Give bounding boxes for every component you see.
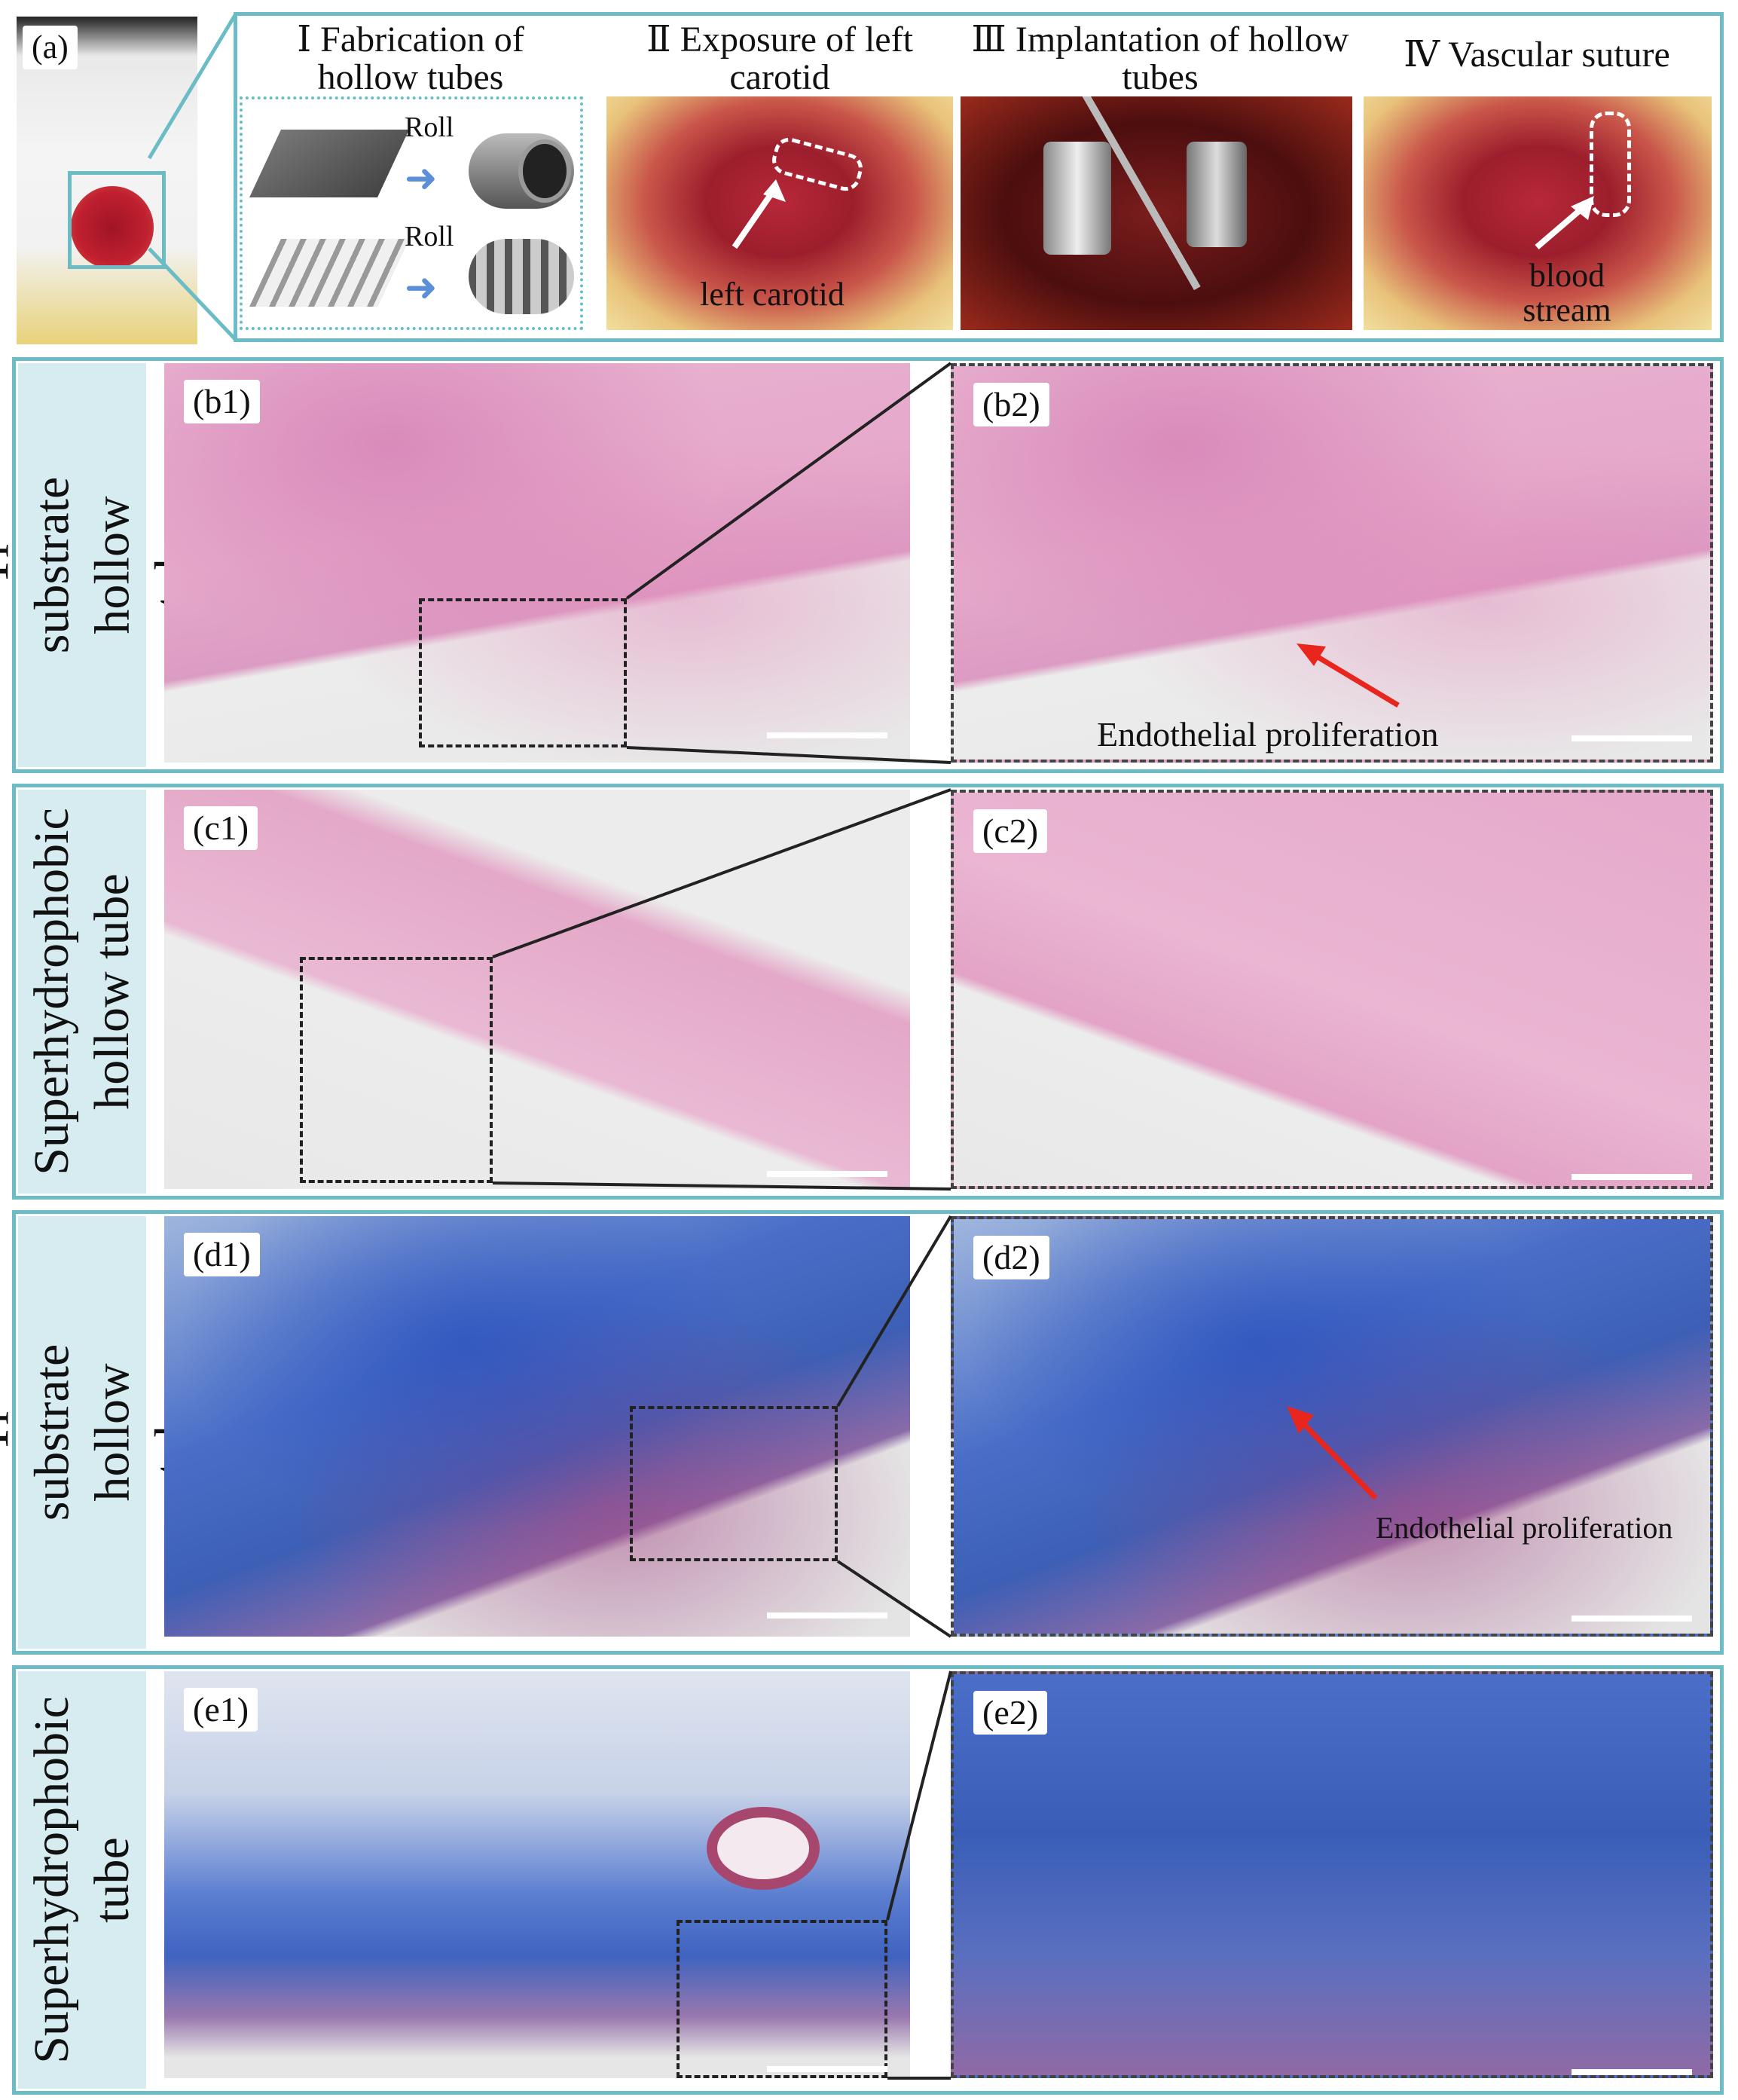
step-2-title: Ⅱ Exposure of left carotid xyxy=(646,20,913,97)
scalebar-e2 xyxy=(1572,2069,1692,2075)
arrow-endothelial-d2 xyxy=(1287,1406,1378,1500)
step-4-title: Ⅳ Vascular suture xyxy=(1404,35,1670,75)
tag-c2: (c2) xyxy=(973,809,1048,853)
scalebar-b1 xyxy=(767,732,887,738)
histology-c1: (c1) xyxy=(164,790,910,1189)
fabrication-schematic: Roll Roll ➜ ➜ xyxy=(240,96,583,330)
scalebar-c2 xyxy=(1572,1174,1692,1180)
solid-tube-icon xyxy=(469,133,574,209)
roll-label-2: Roll xyxy=(405,221,454,252)
tag-e1: (e1) xyxy=(184,1688,258,1732)
step-1-title: Ⅰ Fabrication of hollow tubes xyxy=(297,20,524,97)
mouse-photo: (a) xyxy=(17,17,197,344)
tag-c1: (c1) xyxy=(184,806,258,850)
scalebar-b2 xyxy=(1572,735,1692,741)
row-e-side-label: Superhydrophobic tube xyxy=(18,1671,146,2089)
row-b-side-label: Ti substrate hollow tube xyxy=(0,363,200,767)
mouse-incision xyxy=(71,186,154,269)
mesh-tube-icon xyxy=(469,239,574,314)
annotation-d2: Endothelial proliferation xyxy=(1376,1511,1673,1545)
vascular-suture-photo: blood stream xyxy=(1364,96,1712,330)
arrow-icon-1: ➜ xyxy=(405,157,438,200)
tube-left xyxy=(1043,142,1111,255)
left-carotid-label: left carotid xyxy=(700,276,845,313)
tag-b1: (b1) xyxy=(184,380,260,423)
selection-box-c1 xyxy=(300,957,493,1183)
tag-d1: (d1) xyxy=(184,1233,260,1276)
scalebar-d1 xyxy=(767,1612,887,1619)
blood-stream-label: blood stream xyxy=(1523,257,1611,329)
implantation-photo xyxy=(961,96,1352,330)
tag-b2: (b2) xyxy=(973,383,1049,426)
histology-d2: (d2) Endothelial proliferation xyxy=(951,1216,1713,1637)
histology-e1: (e1) xyxy=(164,1671,910,2078)
tag-e2: (e2) xyxy=(973,1691,1048,1735)
histology-d1: (d1) xyxy=(164,1216,910,1637)
selection-box-d1 xyxy=(630,1406,838,1561)
tube-right xyxy=(1187,142,1247,247)
zoom-lines-a xyxy=(147,14,237,341)
carotid-exposure-photo: left carotid xyxy=(606,96,953,330)
row-c-side-label: Superhydrophobic hollow tube xyxy=(18,790,146,1194)
scalebar-c1 xyxy=(767,1171,887,1177)
arrow-blood-stream xyxy=(1535,196,1594,250)
histology-b2: (b2) Endothelial proliferation xyxy=(951,363,1713,763)
histology-b1: (b1) xyxy=(164,363,910,763)
scalebar-d2 xyxy=(1572,1616,1692,1622)
selection-box-e1 xyxy=(677,1920,887,2078)
arrow-left-carotid xyxy=(732,179,786,249)
annotation-b2: Endothelial proliferation xyxy=(1097,715,1439,753)
step-3-title: Ⅲ Implantation of hollow tubes xyxy=(971,20,1349,97)
histology-e2: (e2) xyxy=(951,1671,1713,2078)
histology-c2: (c2) xyxy=(951,790,1713,1189)
suture-highlight xyxy=(1590,112,1631,217)
arrow-endothelial-b2 xyxy=(1297,643,1400,708)
roll-label-1: Roll xyxy=(405,112,454,143)
selection-box-b1 xyxy=(419,598,627,747)
panel-a-tag: (a) xyxy=(23,26,78,69)
tag-d2: (d2) xyxy=(973,1236,1049,1279)
scalebar-e1 xyxy=(767,2066,887,2072)
arrow-icon-2: ➜ xyxy=(405,267,438,310)
row-d-side-label: Ti substrate hollow tube xyxy=(0,1216,200,1649)
mouse-zoom-box xyxy=(68,171,166,269)
